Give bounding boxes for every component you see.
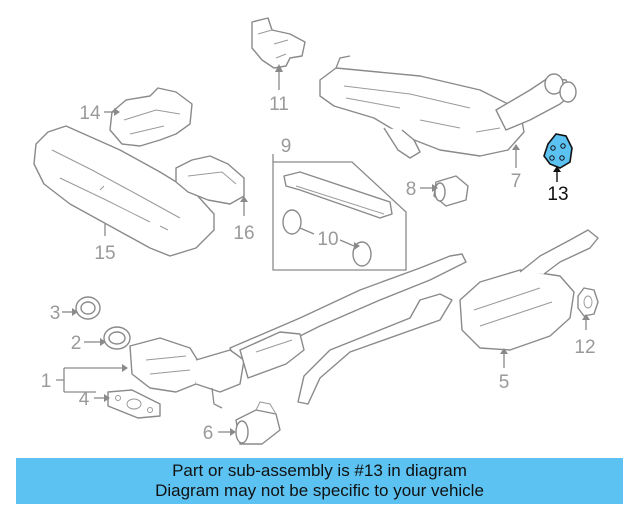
part-9-crossmember-box[interactable] (272, 161, 407, 271)
part-7-rear-muffler[interactable] (319, 55, 577, 159)
callout-7[interactable]: 7 (511, 171, 522, 192)
part-12-rubber-mount[interactable] (577, 287, 599, 317)
part-4-flange-gasket[interactable] (107, 389, 161, 419)
part-1-catalytic-converter[interactable] (129, 331, 305, 409)
exhaust-parts-diagram: 11 14 15 16 9 10 8 (33, 17, 599, 445)
callout-2[interactable]: 2 (71, 333, 82, 354)
callout-6[interactable]: 6 (203, 423, 214, 444)
callout-11[interactable]: 11 (269, 94, 289, 115)
callout-4[interactable]: 4 (79, 389, 90, 410)
callout-15[interactable]: 15 (94, 243, 115, 264)
callout-5[interactable]: 5 (499, 372, 510, 393)
info-banner: Part or sub-assembly is #13 in diagram D… (16, 458, 623, 504)
part-14-heat-shield[interactable] (109, 87, 193, 147)
part-8-pipe-clamp[interactable] (433, 175, 469, 207)
part-5-center-muffler[interactable] (459, 229, 599, 351)
part-15-heat-shield-tunnel[interactable] (33, 125, 215, 257)
callout-3[interactable]: 3 (50, 303, 61, 324)
callout-12[interactable]: 12 (574, 337, 595, 358)
banner-line-disclaimer: Diagram may not be specific to your vehi… (155, 481, 484, 500)
banner-line-part: Part or sub-assembly is #13 in diagram (172, 461, 467, 480)
callout-13[interactable]: 13 (547, 184, 568, 205)
part-16-heat-shield-small[interactable] (175, 155, 245, 205)
intermediate-exhaust-pipe[interactable] (229, 253, 467, 405)
callout-9[interactable]: 9 (281, 136, 292, 157)
callout-10[interactable]: 10 (317, 229, 338, 250)
part-11-hanger-bracket[interactable] (251, 17, 306, 69)
part-6-pipe-clamp[interactable] (235, 401, 281, 445)
callout-1[interactable]: 1 (41, 371, 52, 392)
part-3-seal-ring[interactable] (75, 296, 101, 320)
part-13-exhaust-hanger-insulator[interactable] (543, 133, 573, 169)
part-2-gasket[interactable] (103, 326, 131, 350)
callout-8[interactable]: 8 (406, 179, 417, 200)
callout-14[interactable]: 14 (79, 103, 101, 124)
part-10-rubber-mount[interactable] (282, 209, 372, 267)
callout-16[interactable]: 16 (233, 223, 254, 244)
